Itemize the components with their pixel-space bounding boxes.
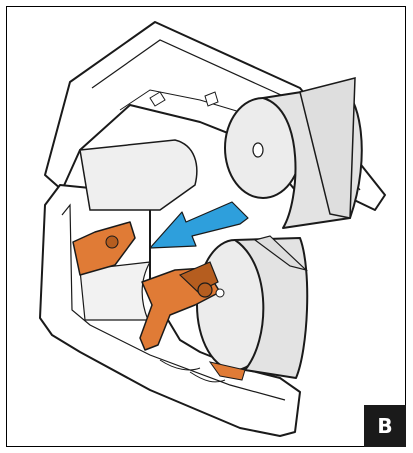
lid-hinge-detail [119, 89, 241, 113]
housing-floor-detail [159, 359, 226, 383]
bottom-roll-sheet [208, 361, 246, 381]
figure-border [6, 6, 406, 447]
arrow-left-icon [149, 201, 249, 249]
bracket-right-hub [197, 282, 213, 298]
figure-label-badge: B [364, 405, 406, 447]
bracket-left [72, 221, 136, 276]
lid-tab-right [204, 91, 219, 107]
inner-roll [79, 139, 198, 211]
lid-tab-left [149, 91, 166, 107]
top-roll-core [252, 142, 264, 158]
bracket-left-hub [105, 235, 119, 249]
housing-inner-rim [61, 203, 286, 401]
bracket-right-pin [215, 288, 225, 298]
top-roll-tail [299, 77, 356, 219]
bottom-roll-tail [253, 235, 309, 272]
